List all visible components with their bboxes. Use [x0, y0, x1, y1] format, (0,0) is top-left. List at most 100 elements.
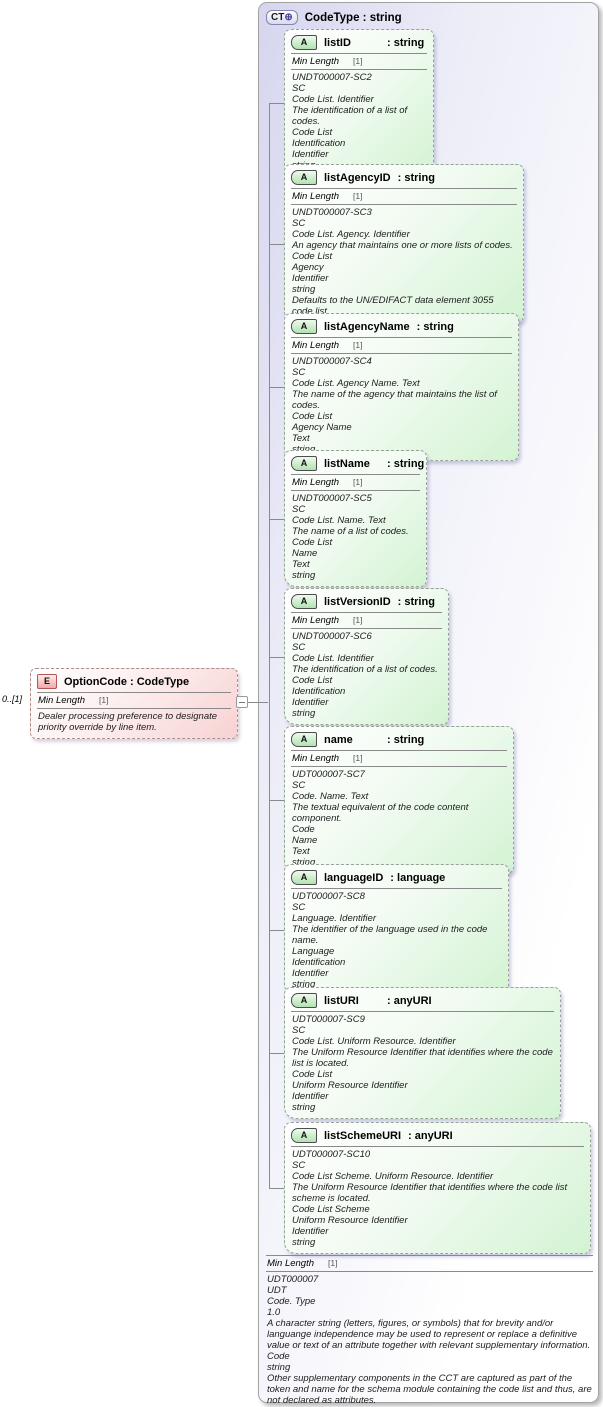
- collapse-handle[interactable]: [236, 696, 248, 708]
- facet-row: Min Length[1]: [285, 475, 426, 490]
- facet-value: [1]: [353, 477, 363, 487]
- annotation-line: Language. Identifier: [292, 913, 376, 924]
- minus-icon: [239, 702, 245, 703]
- annotation-line: UNDT000007-SC5: [292, 493, 372, 504]
- connector-stub: [269, 930, 284, 931]
- annotation-line: The identification of a list of codes.: [292, 664, 438, 675]
- attribute-box-listName[interactable]: A listName : string Min Length[1] UNDT00…: [284, 450, 427, 587]
- annotation-line: Name: [292, 548, 318, 559]
- attribute-header: A name : string: [285, 727, 513, 750]
- annotation-line: Code List. Name. Text: [292, 515, 386, 526]
- attribute-type: : string: [397, 595, 435, 608]
- attribute-box-listID[interactable]: A listID : string Min Length[1] UNDT0000…: [284, 29, 434, 177]
- annotation-line: Agency Name: [292, 422, 352, 433]
- attribute-box-listAgencyID[interactable]: A listAgencyID : string Min Length[1] UN…: [284, 164, 524, 323]
- annotation-line: Code List: [292, 251, 333, 262]
- connector-stub: [269, 657, 284, 658]
- divider: [291, 1011, 554, 1012]
- annotation-line: Identification: [292, 686, 346, 697]
- complextype-box-codetype[interactable]: CT⊕ CodeType : string Min Length[1] UDT0…: [258, 2, 599, 1406]
- annotation-line: The identifier of the language used in t…: [292, 924, 488, 946]
- annotation-line: SC: [292, 780, 306, 791]
- facet-name: Min Length: [292, 340, 340, 351]
- annotation-line: Code List. Identifier: [292, 653, 374, 664]
- attribute-name: languageID: [324, 871, 384, 884]
- annotation-line: string: [267, 1362, 291, 1373]
- attribute-icon: A: [291, 732, 317, 747]
- annotation-line: Code List: [292, 537, 333, 548]
- attribute-name: listAgencyID: [324, 171, 391, 184]
- connector-stub: [269, 1188, 284, 1189]
- element-box-optioncode[interactable]: E OptionCode : CodeType Min Length[1] De…: [30, 668, 238, 739]
- facet-row: Min Length[1]: [285, 54, 433, 69]
- annotation-line: UDT000007-SC7: [292, 769, 365, 780]
- annotation-line: Code List: [292, 411, 333, 422]
- annotation-line: Name: [292, 835, 318, 846]
- attribute-type: : string: [387, 733, 425, 746]
- divider: [291, 490, 420, 491]
- facet-row: Min Length [1]: [285, 338, 518, 353]
- annotation-line: Code List. Uniform Resource. Identifier: [292, 1036, 456, 1047]
- attribute-name: listName: [324, 457, 370, 470]
- attribute-type: : string: [387, 457, 425, 470]
- facet-value: [1]: [353, 340, 363, 350]
- attribute-box-listAgencyName[interactable]: A listAgencyName : string Min Length[1] …: [284, 313, 519, 461]
- divider: [291, 1146, 584, 1147]
- annotation-line: string: [292, 284, 316, 295]
- connector-stub: [269, 1053, 284, 1054]
- annotation-line: Uniform Resource Identifier: [292, 1080, 408, 1091]
- annotation-line: Text: [292, 559, 310, 570]
- facet-name: Min Length: [292, 191, 340, 202]
- annotation-line: string: [292, 570, 316, 581]
- divider: [291, 628, 442, 629]
- attribute-icon: A: [291, 993, 317, 1008]
- element-annotation: Dealer processing preference to designat…: [31, 709, 237, 738]
- connector-stub: [269, 244, 284, 245]
- annotation-line: Identifier: [292, 968, 329, 979]
- annotation-line: The name of the agency that maintains th…: [292, 389, 497, 411]
- attribute-name: listID: [324, 36, 351, 49]
- divider: [291, 69, 427, 70]
- annotation-line: Identifier: [292, 273, 329, 284]
- attribute-header: A listAgencyID : string: [285, 165, 523, 188]
- cardinality-label: 0..[1]: [2, 694, 23, 704]
- annotation-line: SC: [292, 642, 306, 653]
- annotation-line: Identification: [292, 138, 346, 149]
- attribute-type: : string: [387, 36, 425, 49]
- divider: [291, 353, 512, 354]
- annotation-line: A character string (letters, figures, or…: [267, 1318, 591, 1351]
- annotation-line: Code: [292, 824, 315, 835]
- attribute-type: : anyURI: [387, 994, 432, 1007]
- attribute-icon: A: [291, 35, 317, 50]
- annotation-line: SC: [292, 504, 306, 515]
- facet-value: [1]: [353, 56, 363, 66]
- attribute-header: A listID : string: [285, 30, 433, 53]
- annotation-line: Language: [292, 946, 335, 957]
- annotation-line: The textual equivalent of the code conte…: [292, 802, 469, 824]
- element-icon: E: [37, 674, 57, 689]
- divider: [37, 692, 231, 693]
- annotation-line: Text: [292, 846, 310, 857]
- annotation-line: SC: [292, 1025, 306, 1036]
- annotation-line: string: [292, 1102, 316, 1113]
- attribute-name: listVersionID: [324, 595, 391, 608]
- annotation-line: Code List: [292, 1069, 333, 1080]
- annotation-line: string: [292, 708, 316, 719]
- connector-stub: [269, 103, 284, 104]
- attribute-box-listVersionID[interactable]: A listVersionID : string Min Length[1] U…: [284, 588, 449, 725]
- attribute-header: A listSchemeURI : anyURI: [285, 1123, 590, 1146]
- divider: [266, 1271, 593, 1272]
- annotation-line: Code: [267, 1351, 290, 1362]
- annotation-line: UDT000007: [267, 1274, 319, 1285]
- annotation-line: The Uniform Resource Identifier that ide…: [292, 1182, 568, 1204]
- attribute-box-name[interactable]: A name : string Min Length[1] UDT000007-…: [284, 726, 514, 874]
- annotation-line: Identifier: [292, 149, 329, 160]
